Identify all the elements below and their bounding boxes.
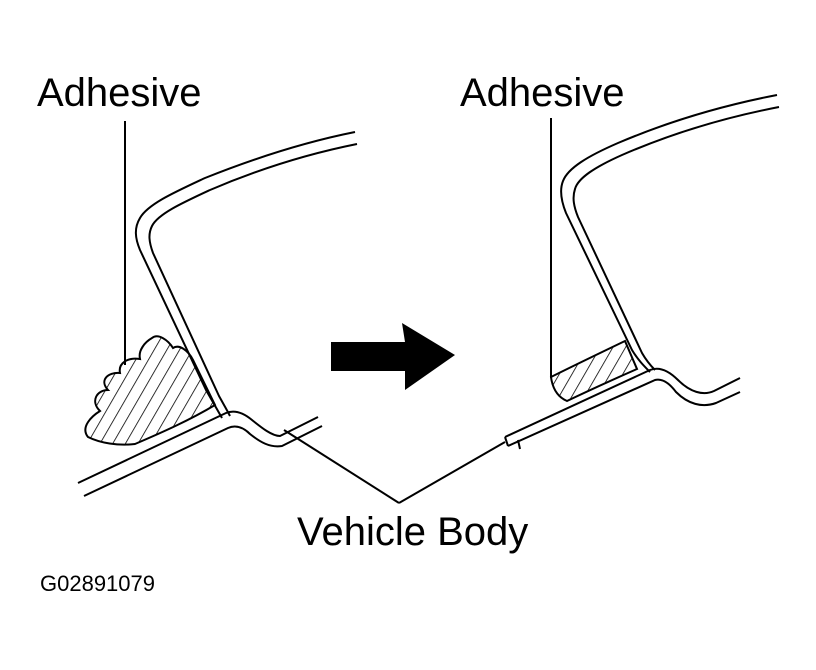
label-adhesive-right: Adhesive	[460, 71, 625, 115]
leader-lines	[124, 118, 552, 504]
label-adhesive-left: Adhesive	[37, 71, 202, 115]
right-glass-edge	[560, 94, 780, 373]
left-vehicle-body	[77, 410, 323, 497]
label-vehicle-body: Vehicle Body	[297, 510, 529, 554]
leader-body-right	[398, 441, 506, 504]
left-adhesive-bead	[84, 335, 217, 446]
right-vehicle-body	[504, 367, 741, 450]
right-adhesive-bead	[549, 339, 639, 403]
figure-code: G02891079	[40, 571, 155, 596]
leader-body-left	[283, 429, 400, 504]
right-arrow-icon	[331, 323, 455, 390]
